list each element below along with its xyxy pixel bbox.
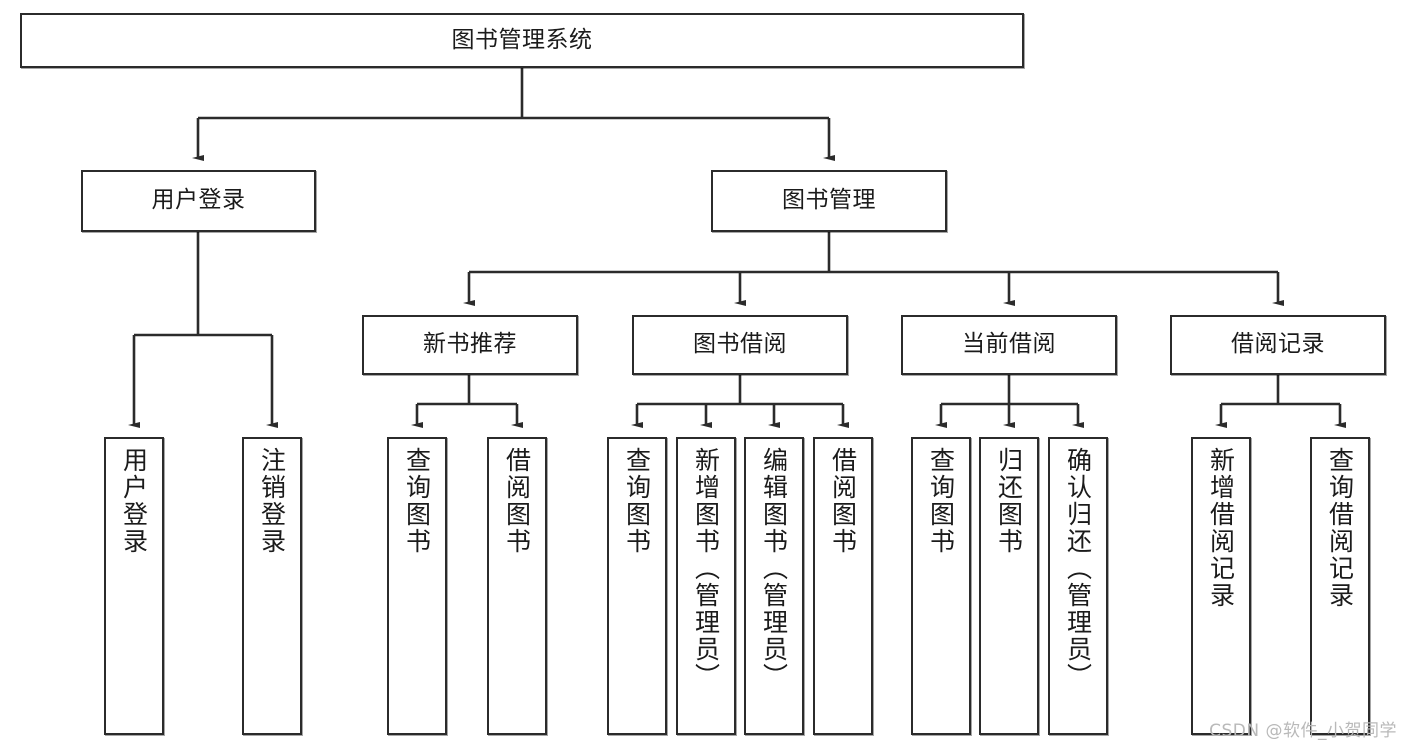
node-leaf-add-borrow-record-label: 新增借阅记录: [1206, 447, 1236, 609]
node-current-borrow[interactable]: 当前借阅: [901, 315, 1117, 375]
node-leaf-logout-label: 注销登录: [257, 447, 287, 555]
node-borrow-record-label: 借阅记录: [1231, 331, 1325, 358]
node-leaf-query-book-borrow-label: 查询图书: [622, 447, 652, 555]
node-book-borrow[interactable]: 图书借阅: [632, 315, 848, 375]
node-book-borrow-label: 图书借阅: [693, 331, 787, 358]
node-user-login-label: 用户登录: [151, 187, 246, 214]
node-book-management-label: 图书管理: [782, 187, 876, 214]
node-leaf-confirm-return-admin-label: 确认归还（管理员）: [1063, 447, 1093, 690]
node-leaf-borrow-book-label: 借阅图书: [828, 447, 858, 555]
node-new-book-recommend[interactable]: 新书推荐: [362, 315, 578, 375]
node-leaf-query-book-borrow[interactable]: 查询图书: [607, 437, 667, 735]
node-leaf-return-book-label: 归还图书: [994, 447, 1024, 555]
node-book-management[interactable]: 图书管理: [711, 170, 947, 232]
node-leaf-add-borrow-record[interactable]: 新增借阅记录: [1191, 437, 1251, 735]
node-leaf-user-login-label: 用户登录: [119, 447, 149, 555]
node-leaf-query-borrow-record-label: 查询借阅记录: [1325, 447, 1355, 609]
node-leaf-query-book-recommend-label: 查询图书: [402, 447, 432, 555]
node-user-login[interactable]: 用户登录: [81, 170, 316, 232]
node-borrow-record[interactable]: 借阅记录: [1170, 315, 1386, 375]
node-leaf-edit-book-admin-label: 编辑图书（管理员）: [759, 447, 789, 690]
node-leaf-borrow-book-recommend[interactable]: 借阅图书: [487, 437, 547, 735]
node-current-borrow-label: 当前借阅: [962, 331, 1056, 358]
node-leaf-query-book-recommend[interactable]: 查询图书: [387, 437, 447, 735]
node-leaf-confirm-return-admin[interactable]: 确认归还（管理员）: [1048, 437, 1108, 735]
node-leaf-query-book-current-label: 查询图书: [926, 447, 956, 555]
node-root[interactable]: 图书管理系统: [20, 13, 1024, 68]
node-leaf-edit-book-admin[interactable]: 编辑图书（管理员）: [744, 437, 804, 735]
node-leaf-return-book[interactable]: 归还图书: [979, 437, 1039, 735]
csdn-watermark: CSDN @软件_小贺同学: [1209, 721, 1397, 741]
node-leaf-borrow-book[interactable]: 借阅图书: [813, 437, 873, 735]
node-leaf-user-login[interactable]: 用户登录: [104, 437, 164, 735]
node-leaf-query-borrow-record[interactable]: 查询借阅记录: [1310, 437, 1370, 735]
node-new-book-recommend-label: 新书推荐: [423, 331, 517, 358]
node-leaf-borrow-book-recommend-label: 借阅图书: [502, 447, 532, 555]
node-leaf-add-book-admin-label: 新增图书（管理员）: [691, 447, 721, 690]
node-leaf-query-book-current[interactable]: 查询图书: [911, 437, 971, 735]
node-leaf-logout[interactable]: 注销登录: [242, 437, 302, 735]
node-root-label: 图书管理系统: [451, 26, 593, 53]
node-leaf-add-book-admin[interactable]: 新增图书（管理员）: [676, 437, 736, 735]
